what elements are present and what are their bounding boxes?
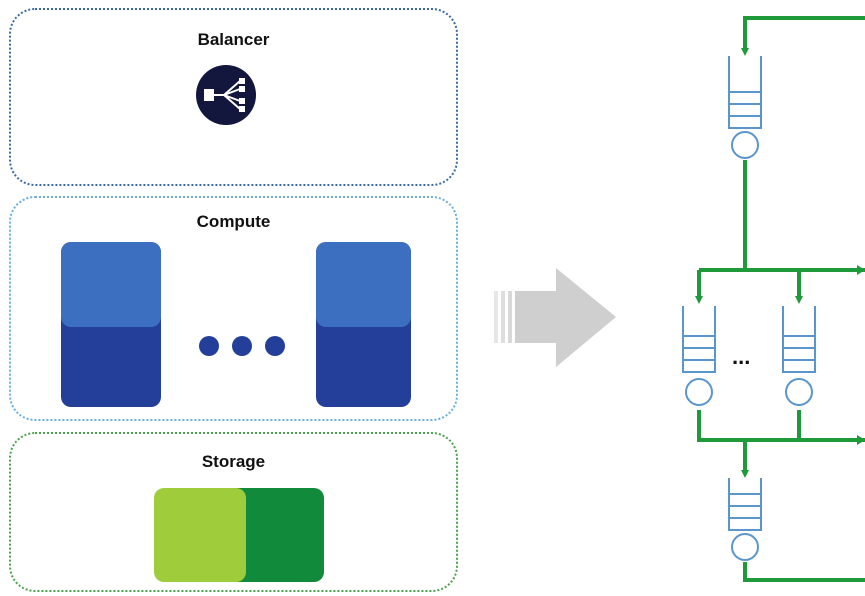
queue-server-icon-bottom	[728, 478, 762, 561]
compute-panel: Compute	[9, 196, 458, 421]
balancer-panel: Balancer	[9, 8, 458, 186]
queue-ellipsis: ...	[732, 344, 751, 369]
storage-panel: Storage	[9, 432, 458, 592]
storage-icon	[154, 488, 324, 582]
storage-title: Storage	[201, 452, 266, 471]
compute-title: Compute	[196, 212, 271, 231]
queue-network	[682, 16, 865, 582]
load-balancer-icon	[196, 65, 256, 125]
server-icon-right	[316, 242, 411, 407]
right-arrow-icon	[494, 268, 616, 367]
queue-server-icon-left	[682, 306, 716, 406]
queue-server-icon-top	[728, 56, 762, 159]
server-icon-left	[61, 242, 161, 407]
ellipsis-dots-icon	[199, 336, 285, 356]
balancer-title: Balancer	[197, 30, 270, 49]
queue-server-icon-right	[782, 306, 816, 406]
